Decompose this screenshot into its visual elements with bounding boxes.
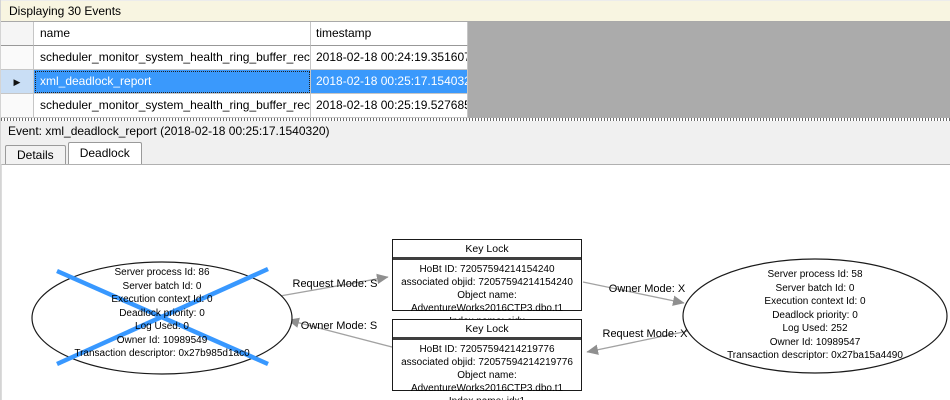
victim-process-node-text[interactable]: Server process Id: 86 Server batch Id: 0 E… (27, 266, 297, 361)
text-line: Server batch Id: 0 (122, 280, 202, 292)
key-lock-node-top[interactable]: Key Lock HoBt ID: 72057594214154240 assoc… (392, 239, 582, 327)
text-line: HoBt ID: 72057594214219776 (419, 344, 555, 355)
text-line: HoBt ID: 72057594214154240 (419, 264, 555, 275)
detail-pane-header: Event: xml_deadlock_report (2018-02-18 0… (1, 121, 950, 164)
event-timestamp-cell[interactable]: 2018-02-18 00:25:17.1540320 (311, 70, 468, 94)
deadlock-graph-panel: Server process Id: 86 Server batch Id: 0 E… (1, 164, 950, 400)
tab-details[interactable]: Details (5, 145, 66, 164)
table-row[interactable]: scheduler_monitor_system_health_ring_buf… (1, 94, 468, 118)
edge-owner-x (582, 281, 685, 306)
edge-owner-s (287, 317, 393, 348)
lock-type-title: Key Lock (393, 320, 581, 340)
current-row-indicator-icon: ▶ (13, 77, 21, 87)
text-line: Server process Id: 58 (767, 269, 863, 280)
edge-request-x (586, 330, 689, 355)
row-selector-cell[interactable] (1, 46, 34, 70)
text-line: Server batch Id: 0 (775, 282, 855, 294)
process-node-text[interactable]: Server process Id: 58 Server batch Id: 0 E… (680, 268, 950, 363)
event-name-cell[interactable]: scheduler_monitor_system_health_ring_buf… (34, 94, 311, 118)
detail-tabstrip: Details Deadlock (1, 142, 950, 164)
edge-request-s (279, 273, 389, 297)
text-line: Deadlock priority: 0 (119, 307, 205, 319)
edge-label-owner-mode-x: Owner Mode: X (608, 283, 686, 295)
column-header-name[interactable]: name (34, 22, 311, 46)
events-count-bar: Displaying 30 Events (1, 0, 950, 22)
text-line: Log Used: 252 (782, 323, 848, 334)
event-timestamp-cell[interactable]: 2018-02-18 00:25:19.5276859 (311, 94, 468, 118)
event-timestamp-cell[interactable]: 2018-02-18 00:24:19.3516078 (311, 46, 468, 70)
selected-event-label: Event: xml_deadlock_report (2018-02-18 0… (8, 124, 330, 138)
text-line: Deadlock priority: 0 (772, 309, 858, 321)
victim-cross-icon (56, 266, 269, 367)
tab-deadlock[interactable]: Deadlock (67, 142, 142, 164)
edge-label-request-mode-x: Request Mode: X (602, 328, 688, 340)
text-line: Log Used: 0 (135, 321, 189, 332)
event-name-cell[interactable]: xml_deadlock_report (34, 70, 311, 94)
text-line: Owner Id: 10989547 (769, 336, 861, 348)
lock-type-title: Key Lock (393, 240, 581, 260)
lock-details: HoBt ID: 72057594214219776 associated obj… (393, 340, 581, 400)
row-selector-header (1, 22, 34, 46)
events-grid: name timestamp scheduler_monitor_system_… (1, 22, 950, 118)
text-line: Object name: AdventureWorks2016CTP3.dbo.… (410, 370, 564, 394)
text-line: associated objid: 72057594214154240 (401, 277, 573, 288)
event-name-cell[interactable]: scheduler_monitor_system_health_ring_buf… (34, 46, 311, 70)
row-selector-cell[interactable]: ▶ (1, 70, 34, 94)
text-line: associated objid: 72057594214219776 (401, 357, 573, 368)
text-line: Execution context Id: 0 (111, 294, 213, 305)
text-line: Object name: AdventureWorks2016CTP3.dbo.… (410, 290, 564, 314)
process-node-oval[interactable] (682, 258, 948, 374)
text-line: Server process Id: 86 (114, 267, 210, 278)
edge-label-owner-mode-s: Owner Mode: S (300, 320, 378, 332)
text-line: Transaction descriptor: 0x27ba15a4490 (727, 350, 903, 361)
text-line: Execution context Id: 0 (764, 296, 866, 307)
table-row[interactable]: scheduler_monitor_system_health_ring_buf… (1, 46, 468, 70)
text-line: Index name: idx1 (393, 395, 581, 400)
text-line: Transaction descriptor: 0x27b985d1ac0 (74, 348, 250, 359)
lock-details: HoBt ID: 72057594214154240 associated obj… (393, 260, 581, 328)
deadlock-graph-canvas (31, 258, 948, 375)
text-line: Owner Id: 10989549 (116, 334, 208, 346)
key-lock-node-bottom[interactable]: Key Lock HoBt ID: 72057594214219776 assoc… (392, 319, 582, 400)
table-row-selected[interactable]: ▶ xml_deadlock_report 2018-02-18 00:25:1… (1, 70, 468, 94)
grid-header-row: name timestamp (1, 22, 468, 46)
row-selector-cell[interactable] (1, 94, 34, 118)
edge-label-request-mode-s: Request Mode: S (292, 278, 378, 290)
column-header-timestamp[interactable]: timestamp (311, 22, 468, 46)
horizontal-splitter[interactable] (1, 118, 950, 121)
